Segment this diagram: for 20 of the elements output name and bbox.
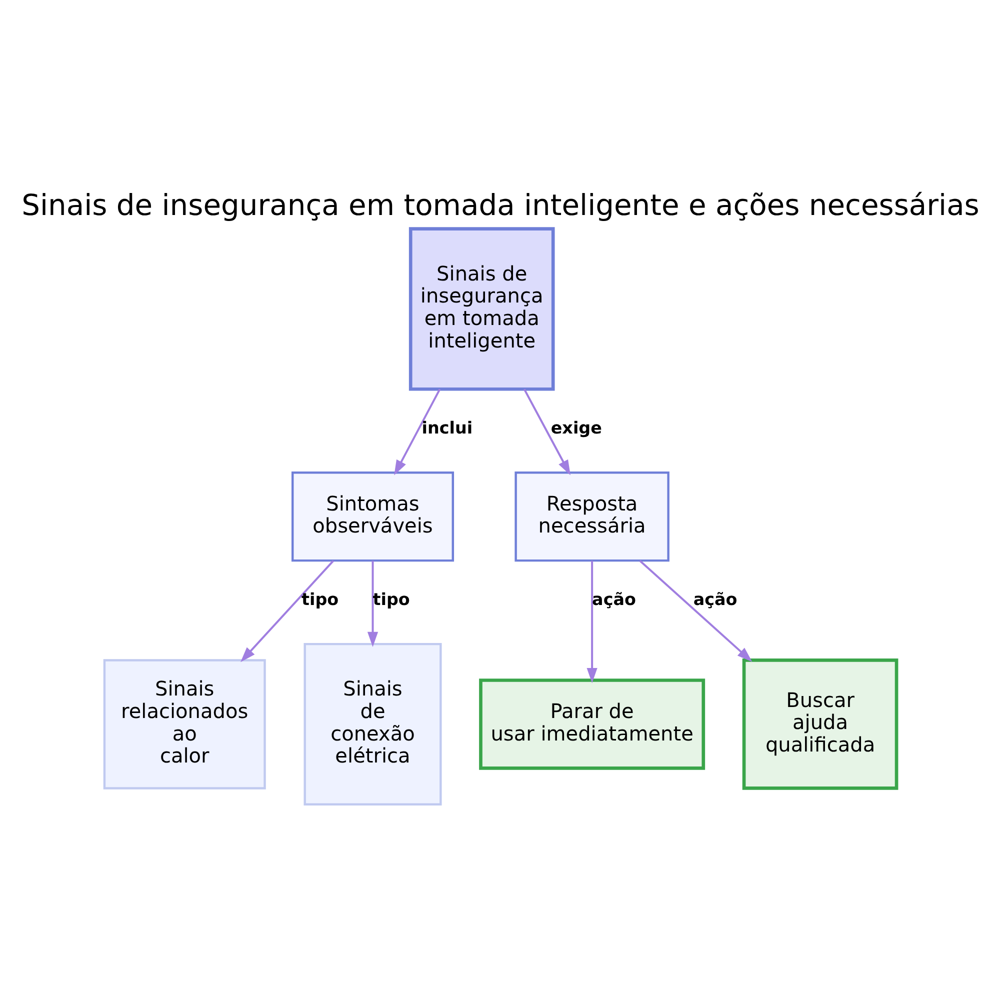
arrow bbox=[240, 560, 334, 662]
arrow bbox=[522, 388, 570, 475]
edge-label: ação bbox=[692, 590, 737, 609]
edge-label: ação bbox=[592, 590, 636, 609]
arrow bbox=[638, 560, 752, 662]
node-box: Sintomas observáveis bbox=[290, 471, 454, 562]
edge-label: inclui bbox=[421, 418, 472, 438]
arrow bbox=[366, 560, 378, 647]
node-box: Parar de usar imediatamente bbox=[478, 678, 705, 770]
node-box: Resposta necessária bbox=[514, 471, 669, 562]
arrow bbox=[394, 388, 440, 475]
edge-label: tipo bbox=[372, 590, 410, 609]
node-box: Sinais de conexão elétrica bbox=[303, 642, 442, 805]
node-box: Sinais de insegurança em tomada inteligente bbox=[408, 226, 554, 390]
diagram-title: Sinais de insegurança em tomada inteligente e ações necessárias bbox=[21, 188, 979, 222]
edge-label: exige bbox=[550, 418, 602, 438]
edge-label: tipo bbox=[301, 590, 338, 609]
arrow bbox=[586, 560, 597, 683]
node-box: Buscar ajuda qualificada bbox=[742, 658, 898, 790]
node-box: Sinais relacionados ao calor bbox=[102, 658, 266, 789]
